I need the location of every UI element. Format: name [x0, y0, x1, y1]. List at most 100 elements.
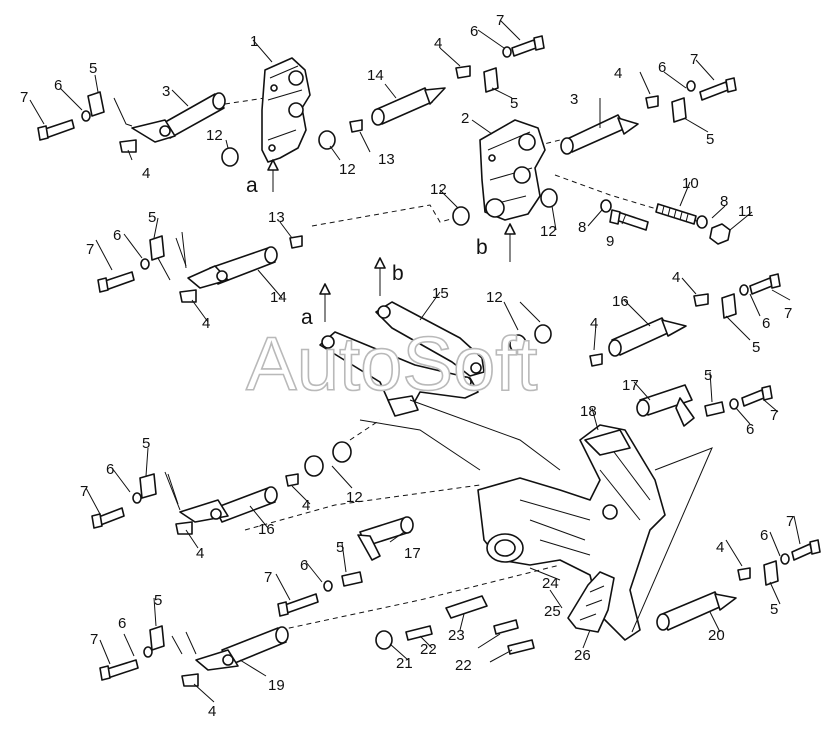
view-labels: a b a b — [246, 174, 488, 329]
callout-7: 7 — [264, 569, 272, 586]
callout-18: 18 — [580, 403, 597, 420]
callout-7: 7 — [770, 407, 778, 424]
callout-6: 6 — [746, 421, 754, 438]
callout-14: 14 — [270, 289, 287, 306]
callout-12: 12 — [206, 127, 223, 144]
pin-17-right — [636, 384, 695, 427]
callout-20: 20 — [708, 627, 725, 644]
callout-5: 5 — [154, 592, 162, 609]
callout-6: 6 — [113, 227, 121, 244]
pin-20 — [656, 591, 737, 631]
view-label-b: b — [476, 236, 488, 259]
leader-lines — [29, 19, 801, 703]
callout-5: 5 — [142, 435, 150, 452]
lock-plates — [87, 67, 779, 651]
callout-5: 5 — [704, 367, 712, 384]
view-label-a: a — [246, 174, 258, 197]
callout-4: 4 — [614, 65, 622, 82]
pin-14-mid — [187, 246, 278, 289]
pin-16-left — [179, 486, 278, 523]
callout-5: 5 — [706, 131, 714, 148]
callout-4: 4 — [142, 165, 150, 182]
callout-5: 5 — [336, 539, 344, 556]
callout-7: 7 — [90, 631, 98, 648]
callout-4: 4 — [302, 497, 310, 514]
callout-7: 7 — [20, 89, 28, 106]
callout-9: 9 — [606, 233, 614, 250]
callout-7: 7 — [784, 305, 792, 322]
washers — [81, 46, 790, 658]
callout-4: 4 — [716, 539, 724, 556]
callout-5: 5 — [510, 95, 518, 112]
callout-3: 3 — [162, 83, 170, 100]
pin-17-left — [357, 516, 414, 561]
callout-7: 7 — [80, 483, 88, 500]
callout-5: 5 — [148, 209, 156, 226]
callout-6: 6 — [300, 557, 308, 574]
part-26 — [567, 571, 615, 633]
housing-18 — [477, 424, 666, 641]
callout-13: 13 — [268, 209, 285, 226]
callout-4: 4 — [202, 315, 210, 332]
callout-6: 6 — [658, 59, 666, 76]
watermark-text: AutoSoft — [246, 322, 538, 407]
pin-16-right — [608, 317, 687, 357]
callout-10: 10 — [682, 175, 699, 192]
pins-23-22 — [405, 595, 535, 655]
callout-26: 26 — [574, 647, 591, 664]
pin-14-top — [371, 87, 446, 126]
callout-22: 22 — [455, 657, 472, 674]
callout-6: 6 — [470, 23, 478, 40]
callout-17: 17 — [404, 545, 421, 562]
bushings — [221, 130, 558, 650]
callout-19: 19 — [268, 677, 285, 694]
callout-labels: 1 3 5 6 7 4 12 12 13 14 4 6 7 5 2 4 6 7 … — [20, 12, 794, 720]
callout-22: 22 — [420, 641, 437, 658]
callout-6: 6 — [54, 77, 62, 94]
pin-19 — [195, 626, 289, 671]
callout-5: 5 — [89, 60, 97, 77]
callout-7: 7 — [786, 513, 794, 530]
callout-8: 8 — [578, 219, 586, 236]
grease-fittings — [119, 65, 751, 687]
callout-15: 15 — [432, 285, 449, 302]
callout-4: 4 — [208, 703, 216, 720]
callout-21: 21 — [396, 655, 413, 672]
callout-12: 12 — [346, 489, 363, 506]
callout-7: 7 — [496, 12, 504, 29]
callout-6: 6 — [106, 461, 114, 478]
callout-13: 13 — [378, 151, 395, 168]
nut-11 — [709, 223, 731, 245]
bracket-2 — [479, 119, 546, 221]
bracket-1 — [261, 57, 311, 163]
callout-3: 3 — [570, 91, 578, 108]
callout-4: 4 — [590, 315, 598, 332]
link-15 — [319, 301, 485, 417]
callout-12: 12 — [339, 161, 356, 178]
callout-25: 25 — [544, 603, 561, 620]
view-label-b: b — [392, 262, 404, 285]
callout-12: 12 — [430, 181, 447, 198]
callout-11: 11 — [738, 203, 754, 220]
assembly-arrows — [267, 159, 516, 322]
callout-1: 1 — [250, 33, 258, 50]
callout-23: 23 — [448, 627, 465, 644]
callout-24: 24 — [542, 575, 559, 592]
view-label-a: a — [301, 306, 313, 329]
callout-4: 4 — [196, 545, 204, 562]
callout-5: 5 — [752, 339, 760, 356]
guide-lines — [359, 399, 713, 633]
callout-12: 12 — [486, 289, 503, 306]
callout-16: 16 — [258, 521, 275, 538]
bolts — [37, 35, 821, 681]
callout-6: 6 — [762, 315, 770, 332]
callout-12: 12 — [540, 223, 557, 240]
callout-6: 6 — [118, 615, 126, 632]
callout-8: 8 — [720, 193, 728, 210]
callout-4: 4 — [434, 35, 442, 52]
callout-17: 17 — [622, 377, 639, 394]
callout-7: 7 — [690, 51, 698, 68]
callout-4: 4 — [672, 269, 680, 286]
